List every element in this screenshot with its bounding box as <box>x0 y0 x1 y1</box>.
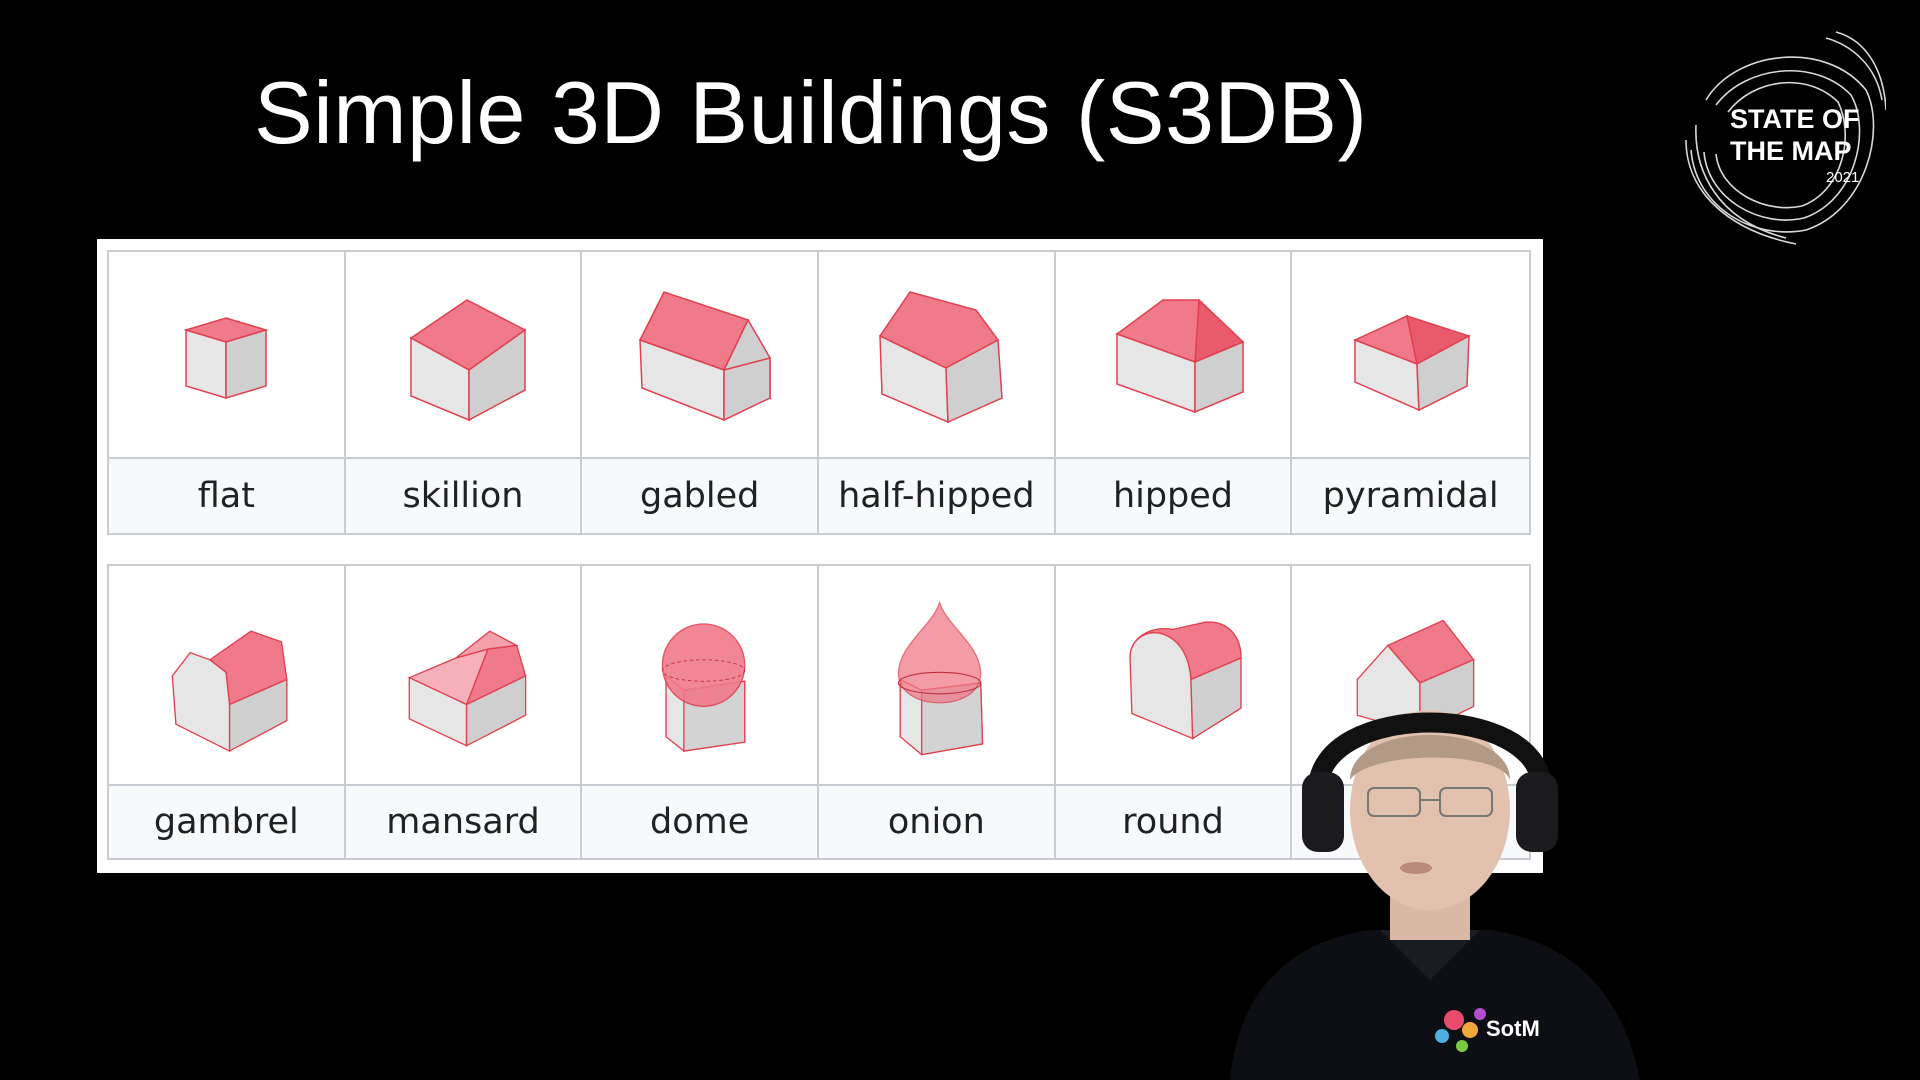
roof-shape-label: half-hipped <box>819 457 1054 533</box>
state-of-the-map-logo: STATE OF THE MAP 2021 <box>1676 30 1886 245</box>
hipped-roof-icon <box>1115 297 1245 413</box>
slide-title: Simple 3D Buildings (S3DB) <box>254 63 1368 162</box>
roof-shape-label: gabled <box>582 457 817 533</box>
round-roof-icon <box>1129 621 1242 740</box>
roof-shape-label: pyramidal <box>1292 457 1529 533</box>
half-hipped-roof-icon <box>879 290 1004 423</box>
shirt-logo-text: SotM <box>1486 1016 1540 1041</box>
roof-shape-label: round <box>1055 784 1291 858</box>
roof-shape-cell: pyramidal <box>1292 252 1529 533</box>
skillion-roof-icon <box>409 298 527 421</box>
roof-shape-cell: flat <box>109 252 346 533</box>
roof-shape-cell: onion <box>819 566 1056 858</box>
gambrel-roof-icon <box>171 630 288 753</box>
roof-shapes-table: flat skillion gabled <box>97 239 1543 873</box>
speaker-webcam-overlay: SotM <box>1230 710 1640 1080</box>
roof-shape-cell: mansard <box>345 566 583 858</box>
roof-shape-cell: half-hipped <box>819 252 1056 533</box>
roof-shape-cell: gambrel <box>109 566 346 858</box>
contour-lines-icon <box>1685 31 1886 245</box>
mansard-roof-icon <box>407 630 527 747</box>
roof-shapes-row-1: flat skillion gabled <box>107 250 1531 535</box>
roof-shape-label: flat <box>109 457 344 533</box>
dome-roof-icon <box>661 623 746 752</box>
logo-year: 2021 <box>1826 169 1860 186</box>
roof-shape-label: mansard <box>345 784 581 858</box>
roof-shape-label: dome <box>582 784 817 858</box>
roof-shapes-row-2: gambrel mansard dome <box>107 564 1531 860</box>
onion-roof-icon <box>898 600 984 756</box>
roof-shape-label: hipped <box>1055 457 1291 533</box>
roof-shape-cell: dome <box>582 566 819 858</box>
roof-shape-label: skillion <box>345 457 581 533</box>
roof-shape-cell: skillion <box>345 252 583 533</box>
pyramidal-roof-icon <box>1352 314 1471 411</box>
roof-shape-cell: hipped <box>1055 252 1293 533</box>
logo-text: STATE OF THE MAP <box>1730 104 1860 166</box>
roof-shape-label: onion <box>819 784 1054 858</box>
roof-shape-label: gambrel <box>109 784 344 858</box>
gabled-roof-icon <box>638 290 771 421</box>
flat-roof-icon <box>183 316 269 399</box>
roof-shape-cell: round <box>1055 566 1293 858</box>
roof-shape-cell: gabled <box>582 252 819 533</box>
